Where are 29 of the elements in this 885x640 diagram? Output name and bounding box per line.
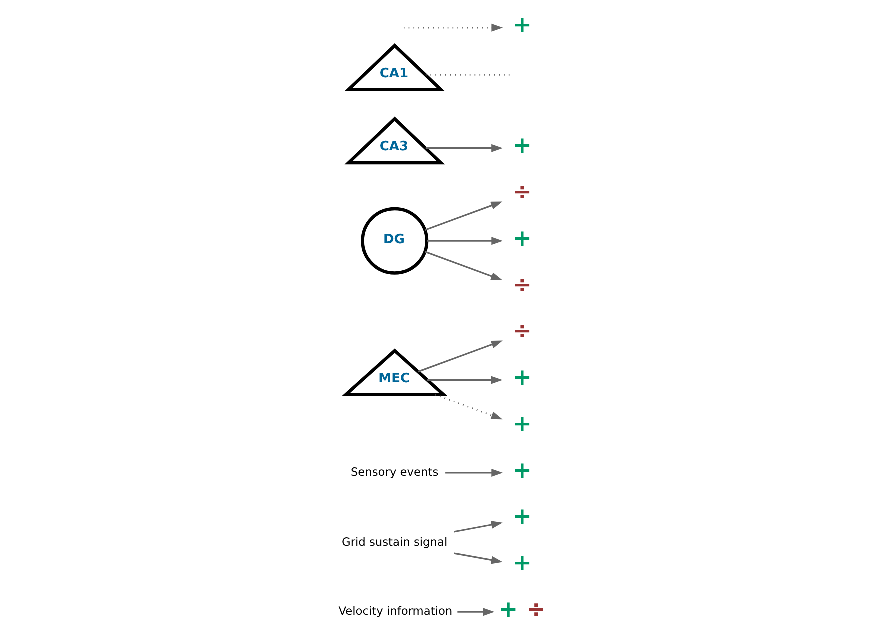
node-text: ÷ [512,180,532,206]
node-text: + [512,458,532,484]
node-text: Sensory events [350,464,439,479]
node-text: ÷ [512,318,532,345]
node-text: + [512,504,532,530]
node-label: ÷ [526,596,546,623]
arrow [435,394,503,420]
node-text: Velocity information [338,604,453,618]
node-text: + [512,365,532,392]
node-text: + [512,12,532,39]
arrow [446,468,504,477]
node-text: ÷ [512,272,532,298]
arrow [425,251,503,280]
node-text: + [512,411,532,438]
node-circle: DG [361,207,429,275]
node-text: + [512,133,532,160]
arrow [428,376,503,384]
arrow [458,608,495,616]
arrow [404,24,504,32]
arrow [418,340,503,373]
node-text: Grid sustain signal [342,534,448,549]
node-text: + [499,596,518,623]
arrow [425,202,503,231]
arrow [454,552,503,564]
node-text: + [512,550,532,577]
arrow [426,144,503,152]
arrow [454,521,503,533]
node-text: + [512,226,532,252]
arrow [427,237,504,246]
